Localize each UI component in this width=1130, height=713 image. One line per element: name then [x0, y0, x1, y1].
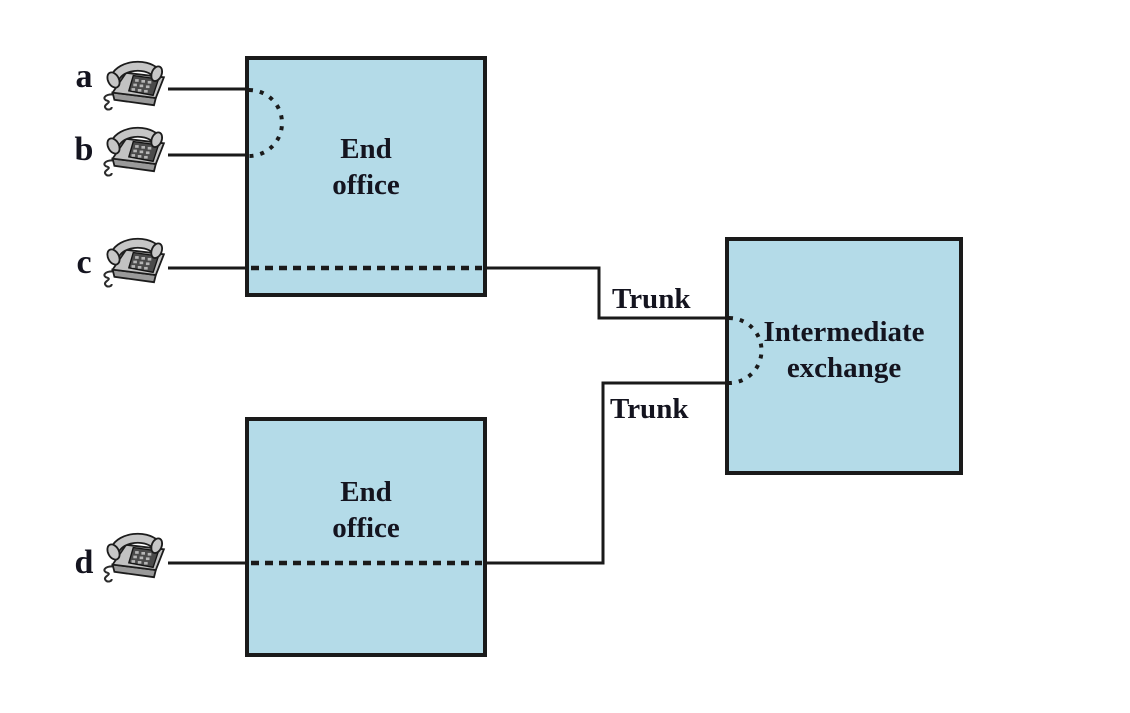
- phone-b-label: b: [74, 131, 94, 168]
- telephone-b-icon: [104, 131, 164, 176]
- phone-a-label: a: [75, 58, 93, 95]
- trunk-line-lower: [484, 381, 725, 565]
- phone-d-label: d: [74, 544, 94, 581]
- telephone-d-icon: [104, 537, 164, 582]
- telephone-c-icon: [104, 242, 164, 287]
- phone-c-label: c: [76, 244, 92, 281]
- intermediate-exchange-label: Intermediate exchange: [763, 316, 925, 384]
- end-office-bottom-node: End office: [245, 417, 487, 657]
- end-office-top-node: End office: [245, 56, 487, 297]
- trunk-upper-label: Trunk: [612, 283, 691, 315]
- trunk-lower-label: Trunk: [610, 393, 689, 425]
- end-office-bottom-label: End office: [332, 476, 400, 544]
- end-office-top-label: End office: [332, 133, 400, 201]
- intermediate-exchange-node: Intermediate exchange: [725, 237, 963, 475]
- telephone-a-icon: [104, 65, 164, 110]
